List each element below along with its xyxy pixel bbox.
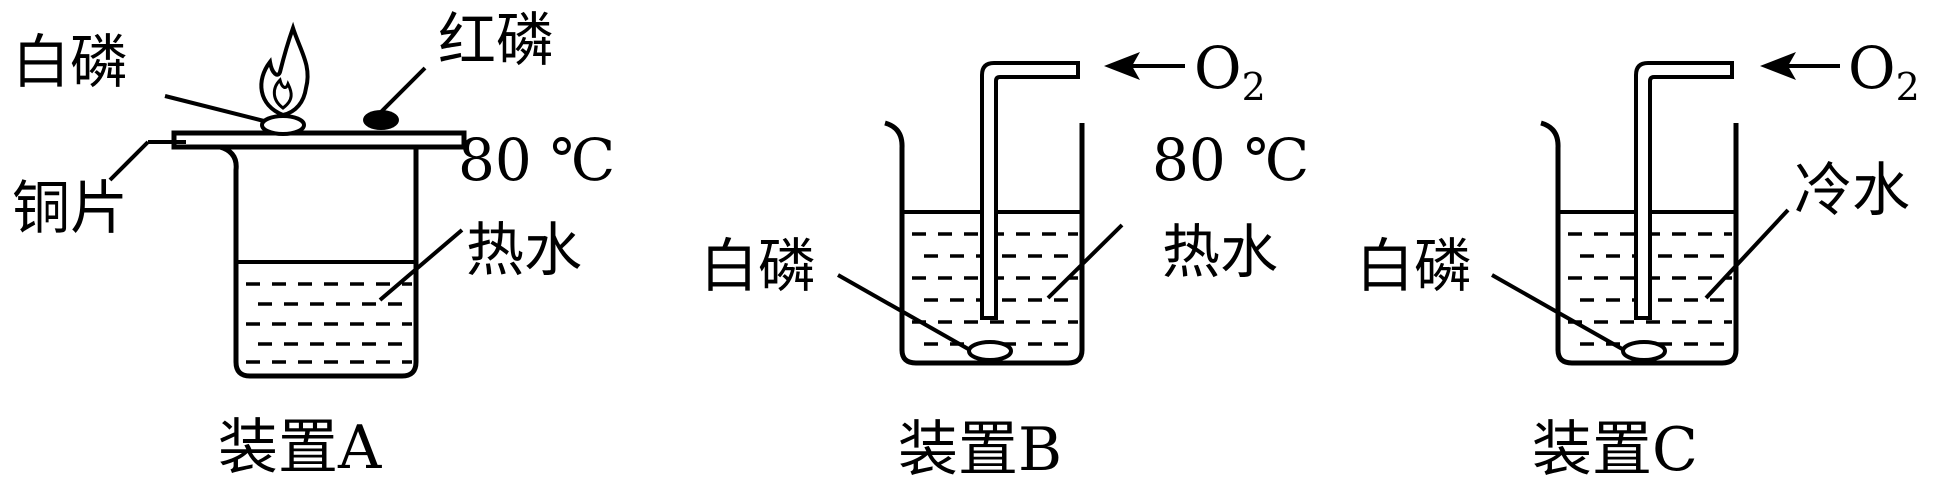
caption-b: 装置B [898,415,1062,485]
white-phosphorus-c [1621,340,1667,362]
label-white-phosphorus-b: 白磷 [700,232,816,300]
apparatus-c: O2 冷水 白磷 装置C [1356,34,1920,485]
label-water-b: 热水 [1162,218,1278,286]
label-white-phosphorus-a: 白磷 [12,28,128,96]
apparatus-a: 白磷 红磷 铜片 80 ℃ 热水 装置A [12,6,615,483]
beaker-c [1540,120,1739,366]
label-copper-sheet: 铜片 [12,174,128,242]
gas-tube-b [980,61,1080,320]
label-white-phosphorus-c: 白磷 [1356,232,1472,300]
label-temperature-a: 80 ℃ [458,126,615,194]
water-a [246,282,412,364]
label-gas-b: O2 [1194,34,1266,109]
red-phosphorus [363,110,399,130]
label-temperature-b: 80 ℃ [1152,126,1309,194]
caption-a: 装置A [218,413,382,483]
arrow-left-icon [1760,52,1840,80]
gas-tube-c [1634,61,1734,320]
label-water-c: 冷水 [1794,156,1910,224]
white-phosphorus-b [967,340,1013,362]
arrow-left-icon [1104,52,1185,80]
white-phosphorus-a [260,114,306,136]
apparatus-b: O2 80 ℃ 热水 白磷 装置B [700,34,1309,485]
label-water-a: 热水 [466,216,582,284]
beaker-b [884,120,1085,366]
caption-c: 装置C [1532,415,1698,485]
flame-icon [259,21,310,118]
label-gas-c: O2 [1848,34,1920,109]
label-red-phosphorus: 红磷 [438,6,554,74]
copper-sheet [171,130,467,150]
beaker-a [219,144,419,379]
